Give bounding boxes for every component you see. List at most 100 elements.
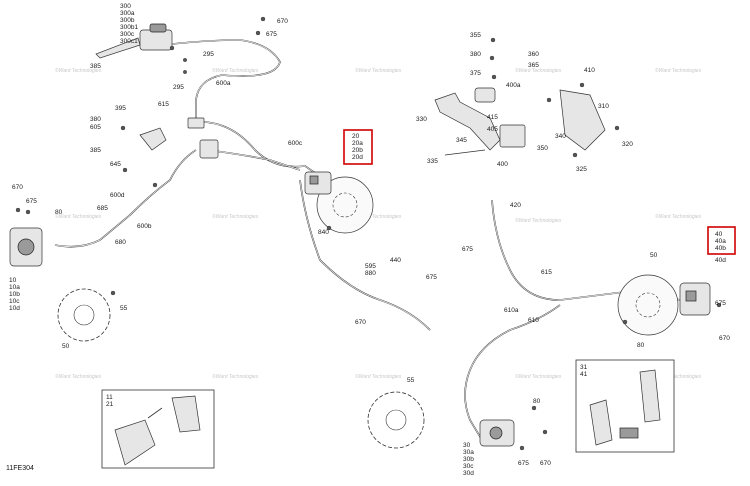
front-left-brake <box>304 171 374 234</box>
inset-pads-left <box>101 389 215 469</box>
brake-lever <box>95 37 141 59</box>
callout-label: 55 <box>120 305 128 312</box>
callout-label: 610a <box>504 307 519 314</box>
watermark-text: ©Ward Technologies <box>212 213 259 220</box>
callout-label: 40d <box>715 257 726 264</box>
callout-label: 10b <box>9 291 20 298</box>
callout-label: 295 <box>173 84 184 91</box>
bracket-310 <box>559 89 606 151</box>
callout-label: 615 <box>541 269 552 276</box>
brake-disc-rear-left <box>57 288 111 342</box>
callout-label: 80 <box>55 209 63 216</box>
callout-label: 680 <box>115 239 126 246</box>
line-610a <box>464 304 561 441</box>
callout-label: 400 <box>497 161 508 168</box>
callout-label: 300b <box>120 17 135 24</box>
watermark-text: ©Ward Technologies <box>55 213 102 220</box>
watermark-text: ©Ward Technologies <box>515 217 562 224</box>
callout-label: 385 <box>90 63 101 70</box>
callout-label: 440 <box>390 257 401 264</box>
watermark-text: ©Ward Technologies <box>212 67 259 74</box>
inset-pads-right <box>575 359 675 453</box>
callout-label: 325 <box>576 166 587 173</box>
callout-label: 80 <box>637 342 645 349</box>
callout-label: 30c <box>463 463 474 470</box>
line-600c-branch <box>207 149 301 171</box>
brake-pad-outer-rear <box>639 369 661 423</box>
highlight-front-left: 20 20a 20b 20d <box>343 129 373 165</box>
highlight-box <box>707 226 736 255</box>
callout-label: 30b <box>463 456 474 463</box>
callout-label: 300b1 <box>120 24 138 31</box>
brake-pad-inner <box>114 419 156 466</box>
callout-label: 670 <box>540 460 551 467</box>
callout-label: 340 <box>555 133 566 140</box>
highlight-front-right: 40 40a 40b <box>707 226 736 255</box>
watermark-text: ©Ward Technologies <box>515 373 562 380</box>
callout-label: 380 <box>470 51 481 58</box>
callout-label: 675 <box>426 274 437 281</box>
watermark-text: ©Ward Technologies <box>515 67 562 74</box>
figure-id: 11FE304 <box>6 465 34 472</box>
callout-label: 80 <box>533 398 541 405</box>
callout-label: 355 <box>470 32 481 39</box>
callout-label: 335 <box>427 158 438 165</box>
callout-label: 600d <box>110 192 125 199</box>
highlight-box <box>343 129 373 165</box>
callout-label: 20b <box>352 147 363 154</box>
callout-label: 670 <box>277 18 288 25</box>
rear-left-brake <box>9 207 116 342</box>
master-cylinder-body <box>139 29 173 51</box>
watermark-text: ©Ward Technologies <box>212 373 259 380</box>
callout-label: 840 <box>318 229 329 236</box>
front-right-brake <box>617 274 722 336</box>
master-cylinder-400 <box>499 124 526 148</box>
watermark-text: ©Ward Technologies <box>55 67 102 74</box>
callout-label: 600a <box>216 80 231 87</box>
pedal-assembly <box>434 37 620 158</box>
watermark-text: ©Ward Technologies <box>655 67 702 74</box>
callout-label: 410 <box>584 67 595 74</box>
junction-block-main <box>199 139 219 159</box>
watermark-text: ©Ward Technologies <box>355 373 402 380</box>
callout-labels: 300 300a 300b 300b1 300c 300c1 670 675 2… <box>9 3 730 477</box>
callout-label: 345 <box>456 137 467 144</box>
callout-label: 40a <box>715 238 726 245</box>
callout-label: 395 <box>115 105 126 112</box>
callout-label: 30d <box>463 470 474 477</box>
callout-label: 10a <box>9 284 20 291</box>
callout-label: 670 <box>12 184 23 191</box>
callout-label: 300c <box>120 31 135 38</box>
watermark-text: ©Ward Technologies <box>655 213 702 220</box>
reservoir-cap <box>149 23 167 33</box>
callout-label: 645 <box>110 161 121 168</box>
callout-label: 330 <box>416 116 427 123</box>
watermarks: ©Ward Technologies ©Ward Technologies ©W… <box>55 67 702 380</box>
callout-label: 365 <box>528 62 539 69</box>
callout-label: 20 <box>352 133 360 140</box>
callout-label: 300c1 <box>120 38 138 45</box>
brake-disc-front-right <box>617 274 679 336</box>
watermark-text: ©Ward Technologies <box>655 373 702 380</box>
rear-right-brake <box>367 391 548 451</box>
callout-label: 400a <box>506 82 521 89</box>
callout-label: 350 <box>537 145 548 152</box>
callout-label: 10d <box>9 305 20 312</box>
callout-label: 605 <box>90 124 101 131</box>
callout-label: 670 <box>355 319 366 326</box>
callout-label: 675 <box>266 31 277 38</box>
callout-label: 320 <box>622 141 633 148</box>
callout-label: 375 <box>470 70 481 77</box>
master-cylinder-assembly <box>95 16 266 74</box>
brake-lines <box>54 39 681 441</box>
callout-label: 50 <box>650 252 658 259</box>
callout-label: 20d <box>352 154 363 161</box>
junction-block-upper <box>187 117 205 129</box>
callout-label: 420 <box>510 202 521 209</box>
callout-label: 610 <box>528 317 539 324</box>
callout-label: 11 <box>106 394 113 401</box>
callout-label: 300a <box>120 10 135 17</box>
callout-label: 10 <box>9 277 17 284</box>
callout-label: 675 <box>518 460 529 467</box>
